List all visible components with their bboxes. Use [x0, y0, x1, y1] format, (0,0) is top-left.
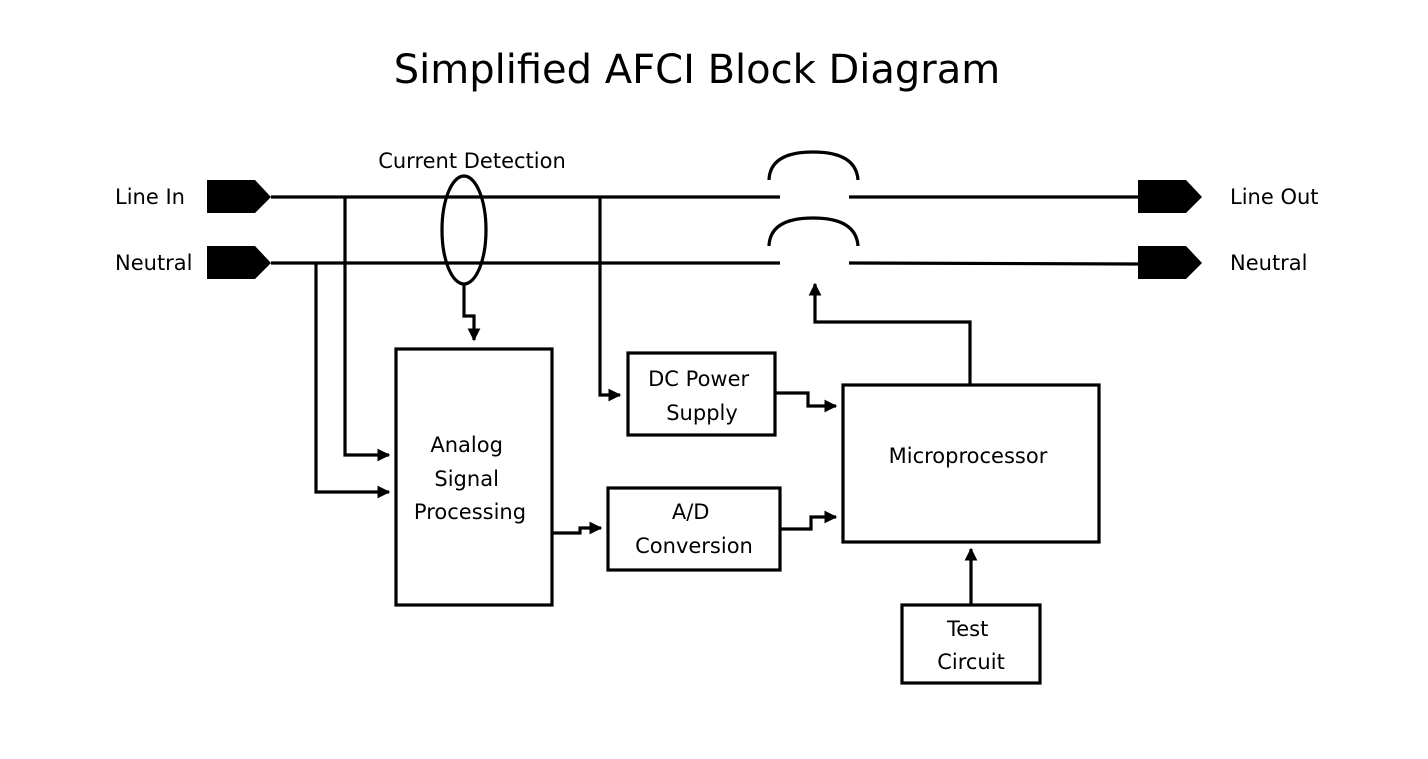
current-detection-label: Current Detection — [378, 149, 566, 173]
neutral-tap-to-analog-wire — [314, 263, 391, 499]
neutral-out-label: Neutral — [1230, 251, 1308, 275]
test-circuit-block-label: Test Circuit — [937, 617, 1005, 674]
line-tap-to-dc-supply-wire — [598, 197, 622, 402]
neutral-breaker-contact-icon — [767, 216, 860, 247]
ct-to-analog-wire — [462, 284, 481, 342]
analog-block-label: Analog Signal Processing — [414, 433, 526, 524]
neutral-in-connector-icon — [207, 246, 271, 279]
line-out-connector-icon — [1138, 180, 1202, 213]
ad-block-label: A/D Conversion — [635, 500, 753, 558]
dc-power-block-label: DC Power Supply — [648, 367, 756, 425]
line-in-label: Line In — [115, 185, 185, 209]
analog-to-ad-wire — [552, 521, 603, 535]
microprocessor-block-label: Microprocessor — [889, 444, 1048, 468]
line-out-label: Line Out — [1230, 185, 1319, 209]
neutral-in-label: Neutral — [115, 251, 193, 275]
neutral-out-connector-icon — [1138, 246, 1202, 279]
line-breaker-contact-icon — [767, 150, 860, 181]
diagram-title: Simplified AFCI Block Diagram — [394, 47, 1000, 93]
analog-signal-processing-block — [394, 347, 554, 607]
neutral-conductor-out — [848, 261, 1139, 266]
micro-to-breaker-trip-wire — [808, 282, 972, 385]
current-transformer-icon — [440, 174, 488, 286]
ad-to-micro-wire — [780, 510, 838, 531]
line-in-connector-icon — [207, 180, 271, 213]
dc-supply-to-micro-wire — [775, 391, 838, 413]
dc-power-supply-block — [626, 351, 777, 437]
line-tap-to-analog-wire — [343, 197, 391, 462]
